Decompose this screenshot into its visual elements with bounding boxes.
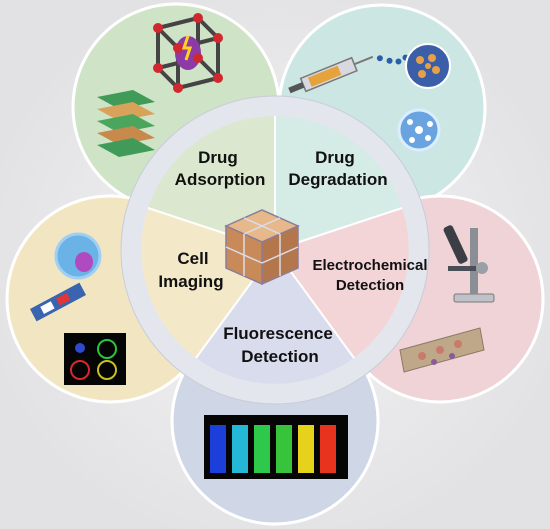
label-fluorescence-detection-line1: Fluorescence (223, 324, 333, 343)
label-fluorescence-detection-line2: Detection (241, 347, 318, 366)
label-cell-imaging-line2: Imaging (158, 272, 223, 291)
label-cell-imaging: Cell Imaging (158, 249, 223, 291)
nanoparticle-cluster-icon (405, 43, 451, 89)
label-drug-degradation-line1: Drug (315, 148, 355, 167)
microscope-icon (443, 225, 495, 303)
label-fluorescence-detection: Fluorescence Detection (223, 324, 333, 366)
molecule-sphere-icon (397, 108, 441, 152)
cell-slide-icon (29, 282, 87, 322)
label-cell-imaging-line1: Cell (177, 249, 208, 268)
mof-crystal-icon (153, 13, 223, 93)
segment-fluorescence-detection (196, 250, 354, 384)
label-electrochemical-detection: Electrochemical Detection (312, 257, 427, 294)
segment-drug-degradation (275, 116, 402, 250)
tissue-section-icon (399, 327, 485, 373)
layered-membrane-icon (97, 90, 155, 157)
fluorescence-micrograph-icon (64, 333, 126, 385)
cell-icon (54, 232, 102, 280)
label-drug-degradation: Drug Degradation (288, 148, 387, 189)
segment-electrochemical-detection (275, 208, 409, 358)
label-electrochemical-detection-line2: Detection (336, 277, 404, 294)
label-electrochemical-detection-line1: Electrochemical (312, 257, 427, 274)
label-drug-adsorption-line1: Drug (198, 148, 238, 167)
label-drug-adsorption-line2: Adsorption (175, 170, 266, 189)
mof-cube-icon (224, 209, 300, 286)
segment-drug-adsorption (148, 116, 275, 250)
label-drug-adsorption: Drug Adsorption (175, 148, 266, 189)
label-drug-degradation-line2: Degradation (288, 170, 387, 189)
fluorescent-vials-icon (204, 415, 348, 479)
